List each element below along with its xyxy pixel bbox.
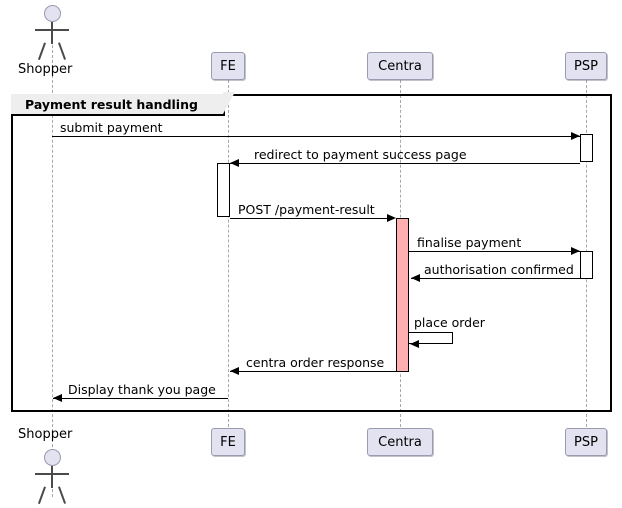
- actor-arms-shopper-top: [35, 29, 69, 31]
- participant-label-fe-top: FE: [220, 58, 236, 74]
- frame-label-tab: Payment result handling: [11, 92, 235, 116]
- participant-box-fe-bottom[interactable]: FE: [211, 428, 245, 456]
- message-selfloop-place-order: [409, 332, 453, 344]
- message-line-submit-payment: [52, 136, 580, 137]
- message-label-post-payment-result[interactable]: POST /payment-result: [238, 202, 375, 217]
- activation-psp-2: [580, 251, 593, 279]
- actor-leg-right-shopper-bottom: [58, 486, 66, 504]
- actor-leg-left-shopper-bottom: [37, 486, 46, 504]
- message-line-finalise-payment: [409, 251, 580, 252]
- participant-label-fe-bottom: FE: [220, 434, 236, 450]
- actor-body-shopper-top: [51, 22, 53, 44]
- frame-payment-result-handling: [11, 94, 612, 412]
- message-arrowhead-redirect-success: [230, 159, 239, 167]
- message-label-place-order[interactable]: place order: [414, 315, 485, 330]
- lifeline-shopper: [52, 30, 53, 497]
- actor-head-shopper-top: [44, 5, 61, 22]
- lifeline-fe: [228, 80, 229, 427]
- message-arrowhead-finalise-payment: [571, 247, 580, 255]
- participant-label-centra-top: Centra: [378, 58, 422, 74]
- actor-leg-left-shopper-top: [37, 42, 46, 60]
- actor-leg-right-shopper-top: [58, 42, 66, 60]
- message-label-finalise-payment[interactable]: finalise payment: [417, 235, 522, 250]
- activation-fe-1: [217, 163, 230, 217]
- message-label-submit-payment[interactable]: submit payment: [60, 120, 163, 135]
- participant-box-centra-bottom[interactable]: Centra: [367, 428, 433, 456]
- message-arrowhead-submit-payment: [571, 132, 580, 140]
- actor-arms-shopper-bottom: [35, 473, 69, 475]
- participant-label-centra-bottom: Centra: [378, 434, 422, 450]
- message-line-authorisation-confirmed: [411, 278, 580, 279]
- participant-label-psp-bottom: PSP: [574, 434, 598, 450]
- message-arrowhead-authorisation-confirmed: [411, 274, 420, 282]
- participant-box-centra-top[interactable]: Centra: [367, 52, 433, 80]
- message-label-authorisation-confirmed[interactable]: authorisation confirmed: [424, 262, 574, 277]
- participant-box-psp-top[interactable]: PSP: [565, 52, 607, 80]
- actor-body-shopper-bottom: [51, 466, 53, 488]
- message-line-post-payment-result: [230, 218, 387, 219]
- participant-label-shopper-top[interactable]: Shopper: [18, 62, 73, 77]
- message-label-redirect-success[interactable]: redirect to payment success page: [254, 147, 467, 162]
- frame-label-text: Payment result handling: [25, 96, 198, 112]
- message-label-display-thank-you[interactable]: Display thank you page: [68, 382, 216, 397]
- participant-box-fe-top[interactable]: FE: [211, 52, 245, 80]
- message-label-centra-order-response[interactable]: centra order response: [246, 355, 385, 370]
- participant-label-psp-top: PSP: [574, 58, 598, 74]
- message-arrowhead-place-order: [410, 340, 419, 348]
- activation-psp-1: [580, 134, 593, 162]
- message-line-centra-order-response: [230, 371, 396, 372]
- message-line-redirect-success: [230, 163, 580, 164]
- message-arrowhead-post-payment-result: [387, 214, 396, 222]
- message-line-display-thank-you: [53, 398, 228, 399]
- message-arrowhead-display-thank-you: [53, 394, 62, 402]
- actor-head-shopper-bottom: [44, 449, 61, 466]
- activation-centra-1: [396, 218, 409, 372]
- participant-label-shopper-bottom[interactable]: Shopper: [18, 427, 73, 442]
- participant-box-psp-bottom[interactable]: PSP: [565, 428, 607, 456]
- message-arrowhead-centra-order-response: [230, 367, 239, 375]
